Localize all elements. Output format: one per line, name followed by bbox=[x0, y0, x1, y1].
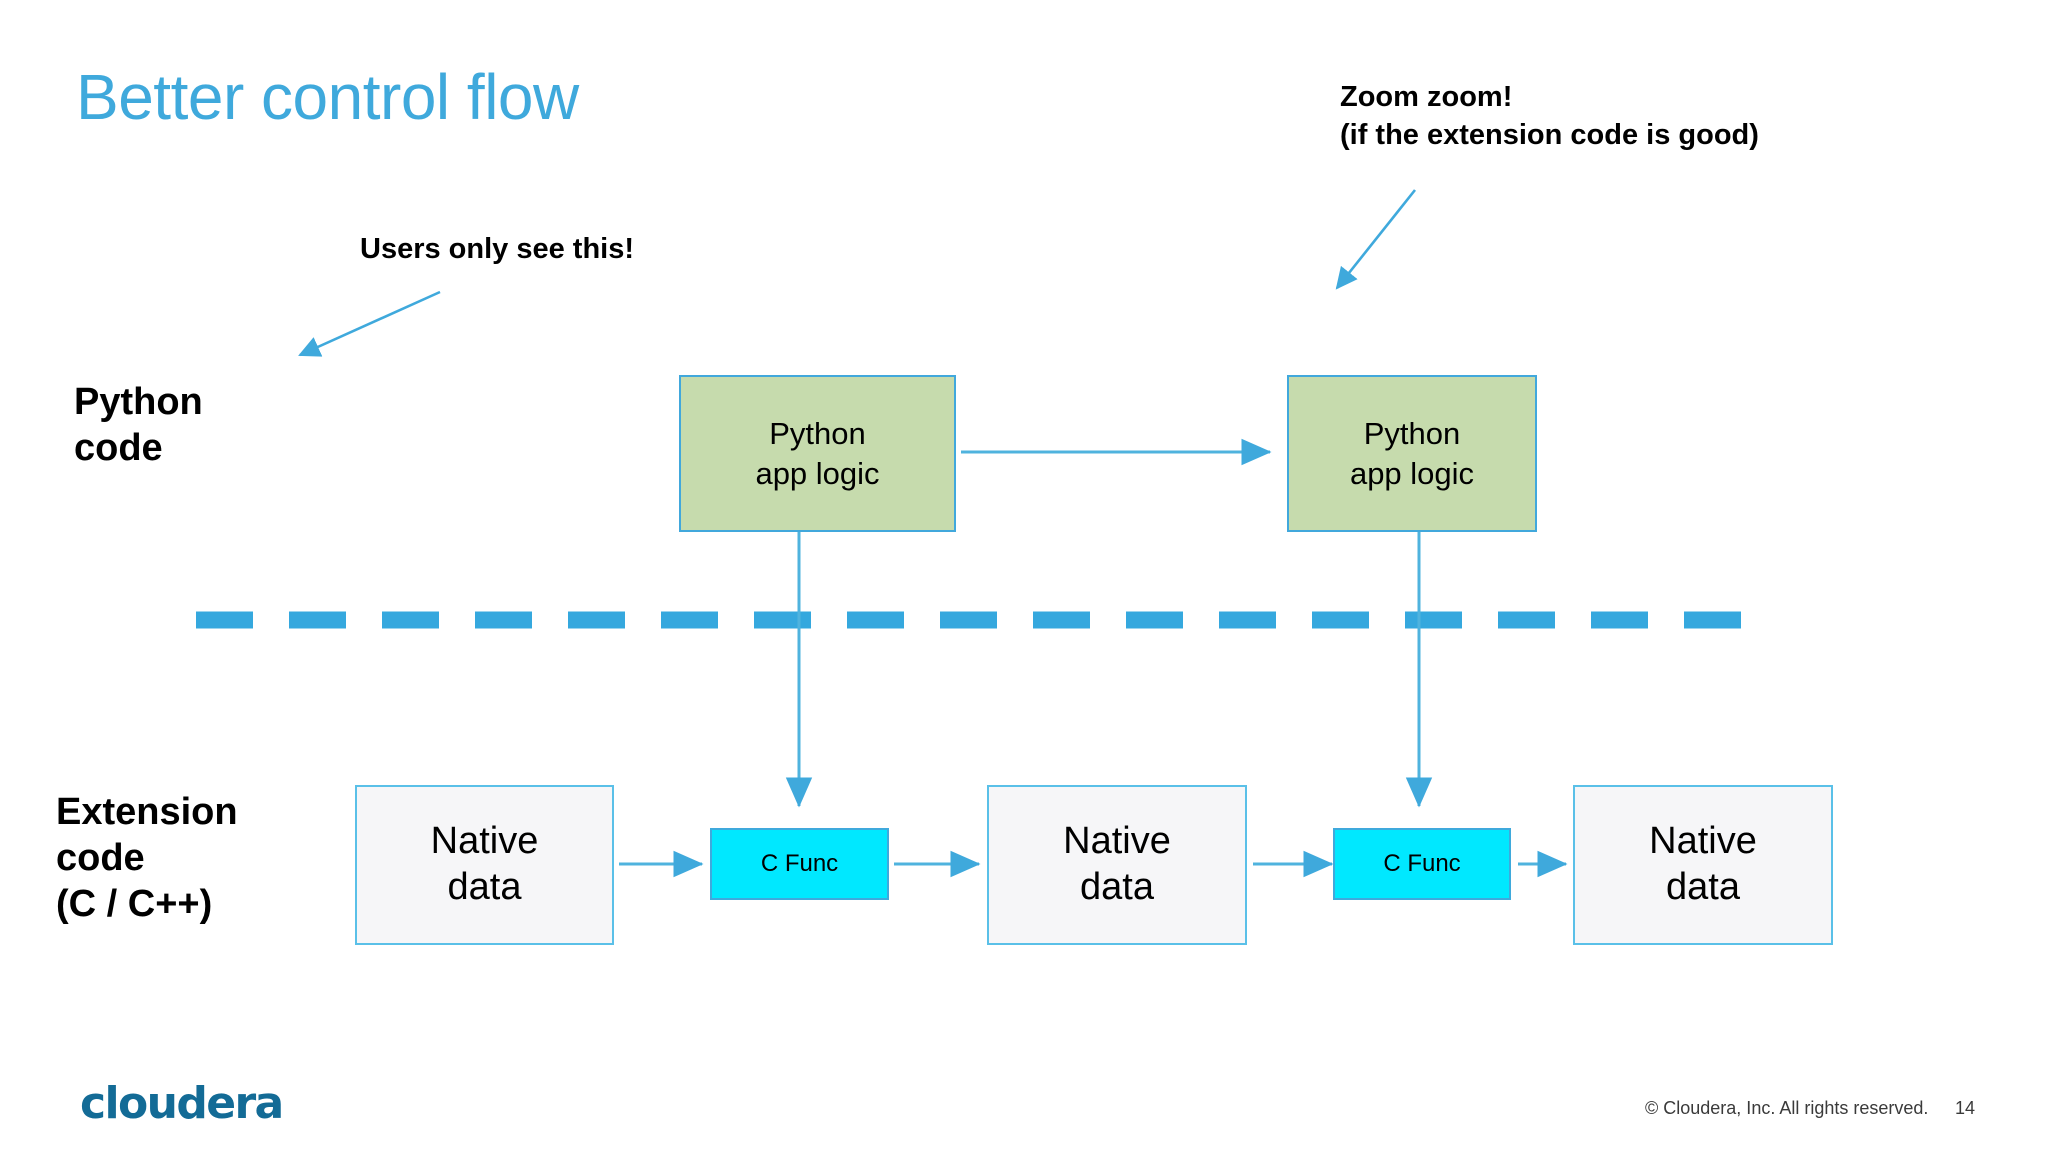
node-native-data-2[interactable]: Native data bbox=[987, 785, 1247, 945]
row-label-python-code: Python code bbox=[74, 381, 203, 469]
callout-users-only-see-this: Users only see this! bbox=[360, 233, 634, 265]
row-label-extension-code: Extension code (C / C++) bbox=[56, 791, 238, 925]
node-c-func-2[interactable]: C Func bbox=[1333, 828, 1511, 900]
node-python-app-logic-2[interactable]: Python app logic bbox=[1287, 375, 1537, 532]
node-python-app-logic-1[interactable]: Python app logic bbox=[679, 375, 956, 532]
callout-zoom-zoom: Zoom zoom! (if the extension code is goo… bbox=[1340, 81, 1759, 152]
callout-arrow-zoom bbox=[1335, 189, 1417, 290]
page-title: Better control flow bbox=[76, 61, 579, 133]
node-native-data-1[interactable]: Native data bbox=[355, 785, 614, 945]
copyright-text: © Cloudera, Inc. All rights reserved. bbox=[1645, 1098, 1929, 1118]
node-native-data-3[interactable]: Native data bbox=[1573, 785, 1833, 945]
page-number: 14 bbox=[1955, 1098, 1976, 1118]
callout-arrow-users bbox=[298, 290, 441, 357]
cloudera-logo: cloudera bbox=[80, 1078, 284, 1129]
node-c-func-1[interactable]: C Func bbox=[710, 828, 889, 900]
